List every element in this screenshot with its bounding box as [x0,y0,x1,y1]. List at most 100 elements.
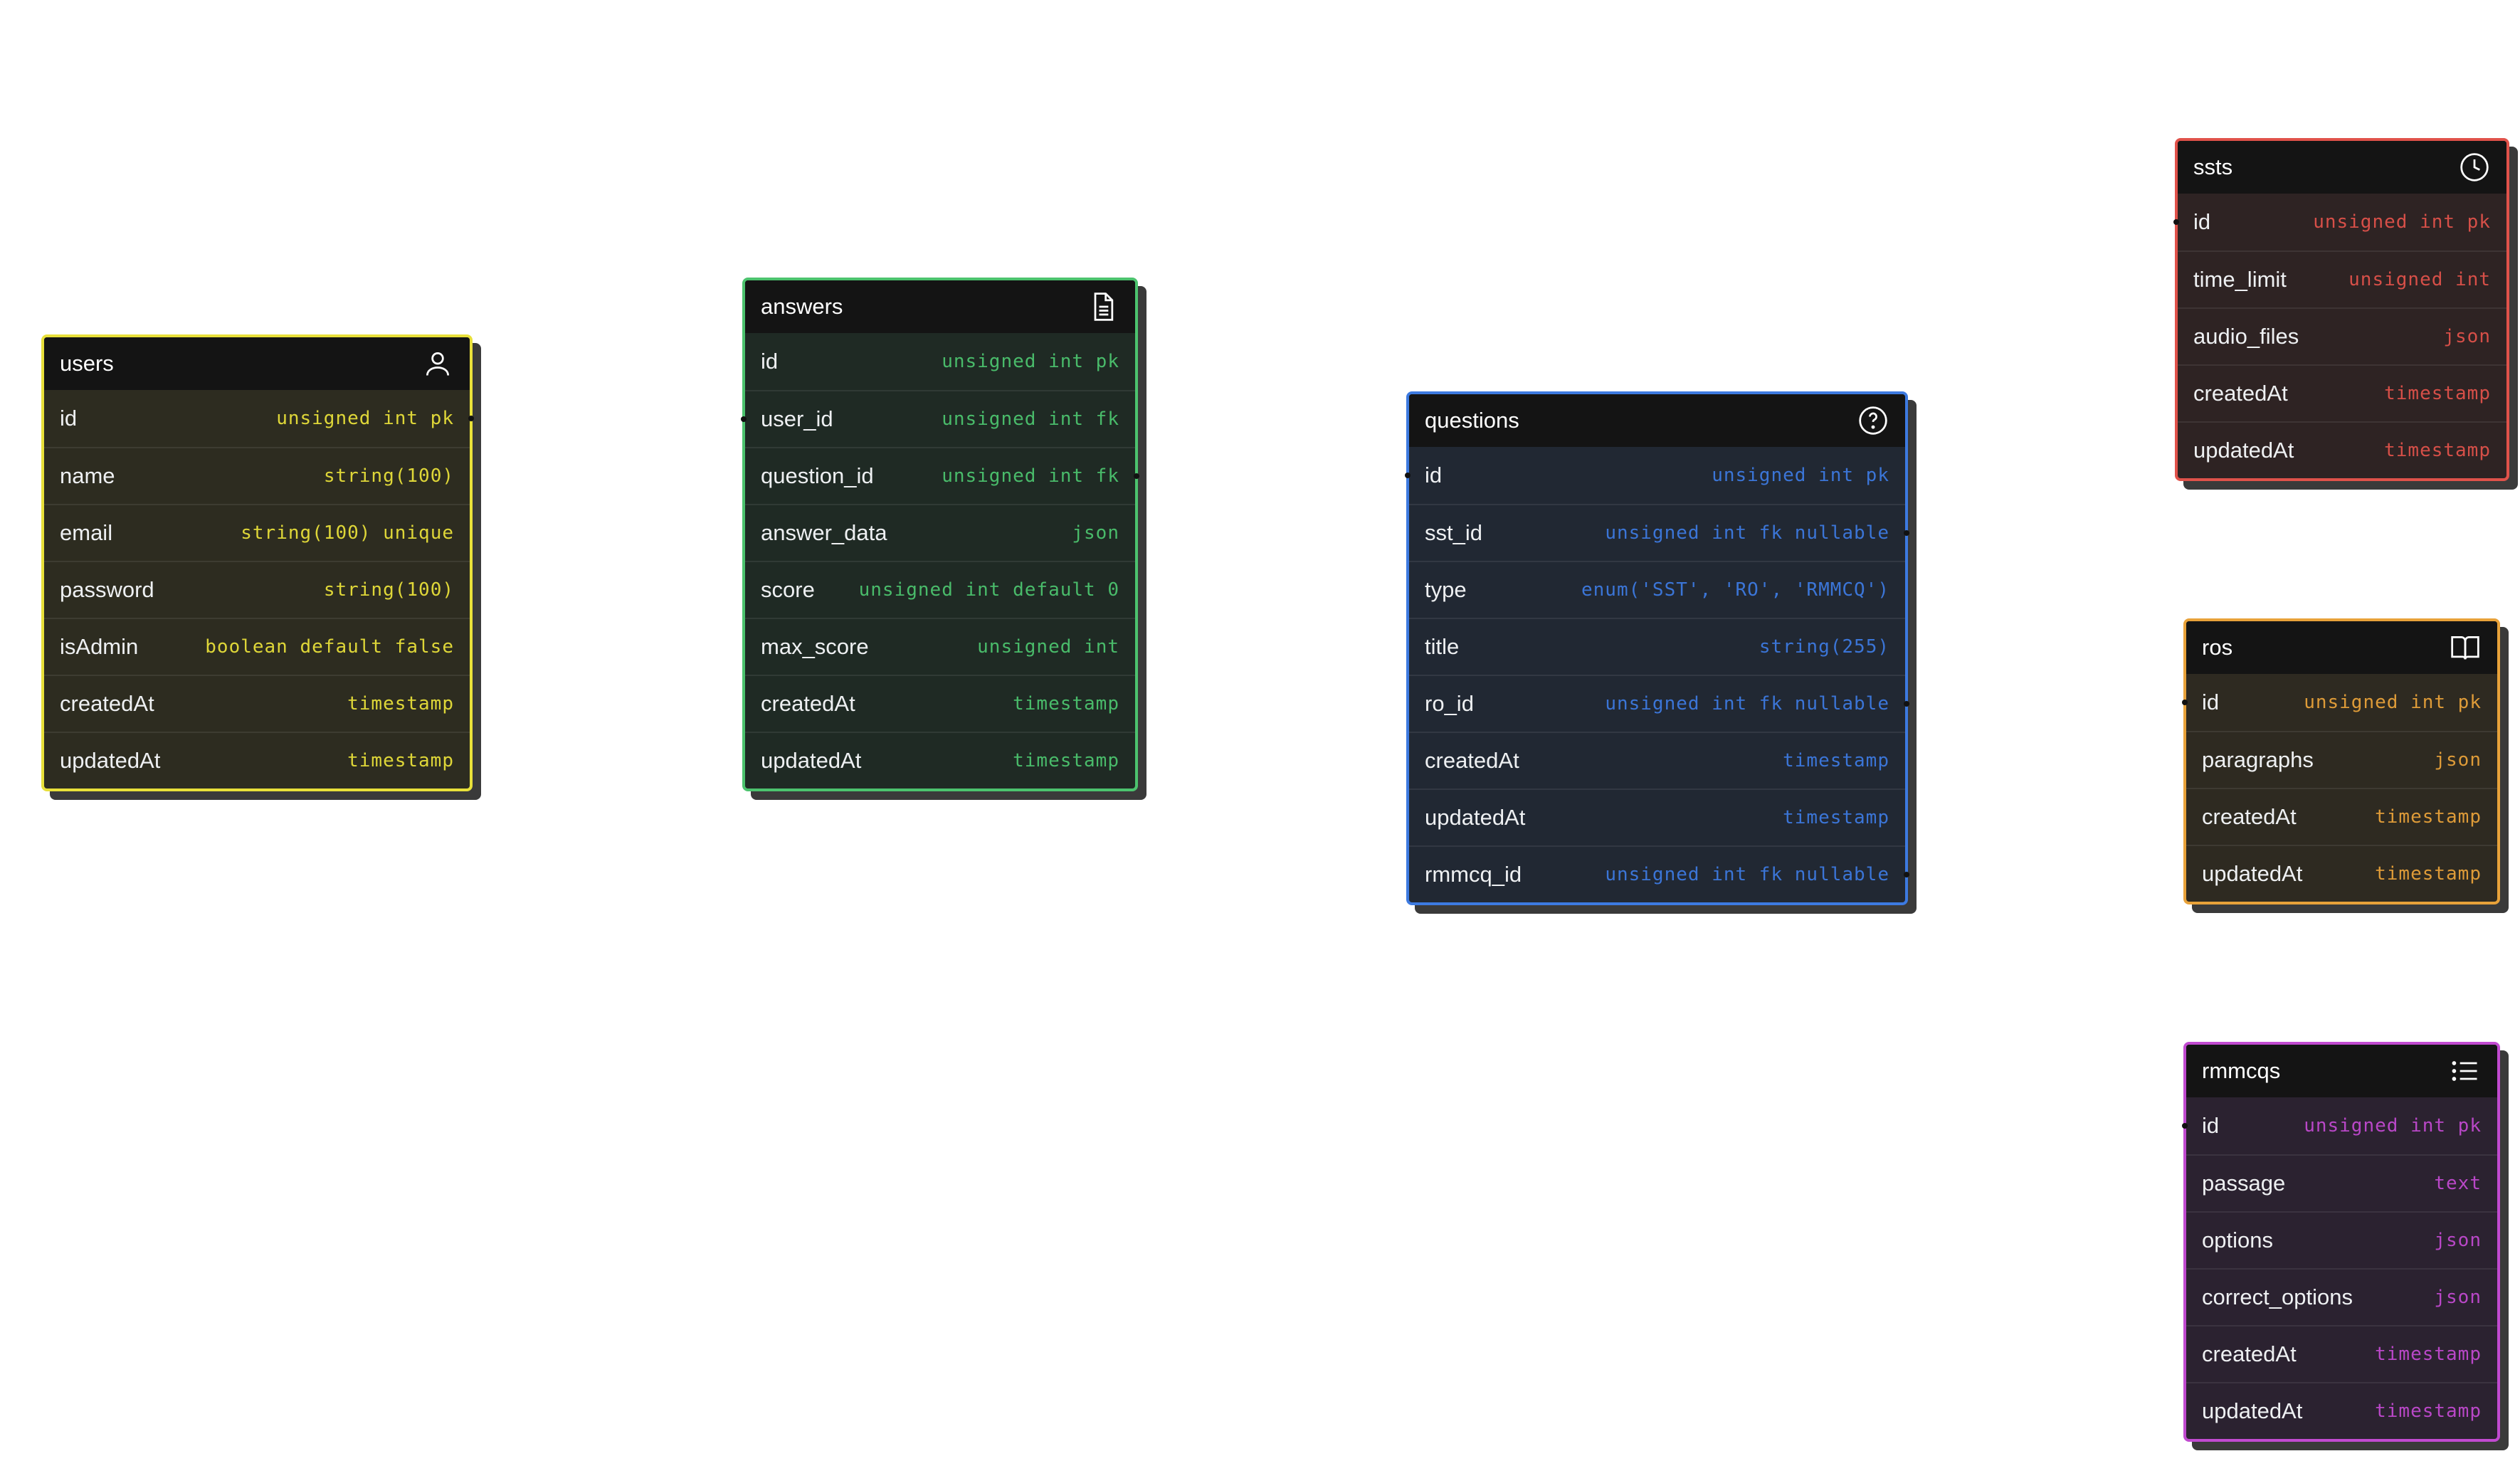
connection-handle[interactable] [1904,530,1909,536]
column-name: id [2202,690,2220,714]
column-name: correct_options [2202,1285,2353,1309]
column-name: options [2202,1228,2273,1252]
connection-handle[interactable] [1405,473,1411,478]
table-header[interactable]: rmmcqs [2186,1045,2497,1097]
column-row[interactable]: updatedAt timestamp [1409,788,1905,845]
connection-handle[interactable] [1904,701,1909,707]
column-name: ro_id [1425,691,1474,716]
question-circle-icon [1857,404,1889,437]
column-row[interactable]: rmmcq_id unsigned int fk nullable [1409,845,1909,902]
connection-handle[interactable] [2173,219,2179,225]
column-row[interactable]: id unsigned int pk [2173,194,2506,250]
table-title: ssts [2193,154,2233,179]
column-name: createdAt [2202,1341,2297,1366]
connection-handle[interactable] [1904,872,1909,877]
column-type: unsigned int [977,636,1119,658]
connection-handle[interactable] [741,416,747,422]
column-name: title [1425,634,1460,659]
column-row[interactable]: correct_options json [2186,1268,2497,1325]
column-type: string(100) unique [241,522,454,544]
table-header[interactable]: answers [745,280,1135,333]
user-icon [421,347,454,380]
column-name: updatedAt [1425,805,1526,830]
column-type: text [2434,1173,2482,1194]
column-type: timestamp [347,750,454,771]
column-type: timestamp [1783,750,1889,771]
column-name: question_id [761,463,874,488]
column-name: email [60,520,113,545]
column-type: json [2434,1230,2482,1251]
column-row[interactable]: options json [2186,1211,2497,1268]
connection-handle[interactable] [1134,473,1139,479]
column-name: updatedAt [2202,1398,2303,1423]
connection-handle[interactable] [468,416,474,421]
column-type: timestamp [2384,440,2491,461]
column-name: type [1425,577,1467,602]
column-type: unsigned int fk [942,465,1119,487]
column-row[interactable]: question_id unsigned int fk [745,447,1139,504]
table-title: users [60,351,114,376]
table-header[interactable]: ssts [2178,141,2506,194]
column-type: unsigned int fk nullable [1605,864,1889,885]
column-row[interactable]: email string(100) unique [44,504,470,561]
column-type: timestamp [1013,750,1119,771]
column-name: id [2193,209,2211,234]
connection-handle[interactable] [2182,700,2188,705]
clock-icon [2458,151,2491,184]
column-type: timestamp [1783,807,1889,828]
table-header[interactable]: users [44,337,470,390]
table-header[interactable]: ros [2186,621,2497,674]
table-header[interactable]: questions [1409,394,1905,447]
column-type: unsigned int pk [2313,211,2491,233]
column-row[interactable]: max_score unsigned int [745,618,1135,675]
column-name: updatedAt [2202,861,2303,886]
column-name: rmmcq_id [1425,862,1522,887]
column-type: json [2434,1287,2482,1308]
column-name: max_score [761,634,869,659]
column-name: audio_files [2193,324,2299,349]
connection-handle[interactable] [2182,1123,2188,1129]
column-type: unsigned int [2348,269,2491,290]
column-name: createdAt [60,691,154,716]
column-name: name [60,463,115,488]
